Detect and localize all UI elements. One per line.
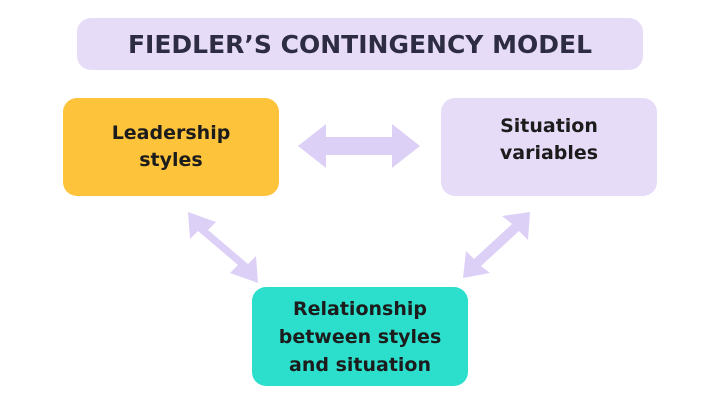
double-arrow-horizontal [298, 124, 420, 168]
leadership-styles-line-2: styles [139, 149, 203, 171]
title-banner: FIEDLER’S CONTINGENCY MODEL [77, 18, 643, 70]
relationship-line-3: and situation [289, 353, 431, 376]
diagram-title: FIEDLER’S CONTINGENCY MODEL [127, 29, 593, 59]
situation-variables-box: Situation variables [441, 98, 657, 196]
double-arrow-left-diagonal [188, 212, 258, 283]
leadership-styles-box: Leadership styles [63, 98, 279, 196]
situation-variables-label: Situation variables [500, 113, 598, 167]
relationship-box: Relationship between styles and situatio… [252, 287, 468, 386]
relationship-label: Relationship between styles and situatio… [279, 295, 442, 379]
leadership-styles-line-1: Leadership [111, 122, 231, 144]
situation-variables-line-1: Situation [500, 115, 598, 137]
leadership-styles-label: Leadership styles [112, 120, 231, 174]
relationship-line-1: Relationship [293, 297, 427, 320]
situation-variables-line-2: variables [499, 142, 599, 164]
relationship-line-2: between styles [278, 325, 442, 348]
double-arrow-right-diagonal [463, 212, 530, 278]
